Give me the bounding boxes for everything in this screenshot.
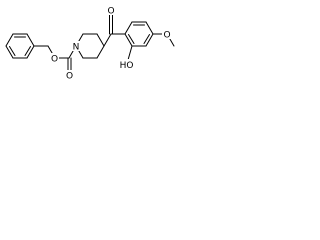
- atom-labels: O O N O HO O: [50, 5, 172, 82]
- ketone-linker: [103, 13, 126, 47]
- benzyl-phenyl-ring: [5, 33, 35, 59]
- piperidine-nitrogen-label: N: [73, 43, 80, 53]
- ketone-oxygen-label: O: [107, 7, 114, 17]
- chemical-structure-diagram: O O N O HO O: [5, 5, 175, 82]
- hydroxy-methoxy-phenyl-ring: [124, 21, 154, 47]
- methoxy-oxygen-label: O: [163, 31, 170, 41]
- ester-ether-oxygen-label: O: [51, 55, 58, 65]
- hydroxyl-label: HO: [120, 61, 134, 71]
- ester-carbonyl-oxygen-label: O: [66, 72, 73, 82]
